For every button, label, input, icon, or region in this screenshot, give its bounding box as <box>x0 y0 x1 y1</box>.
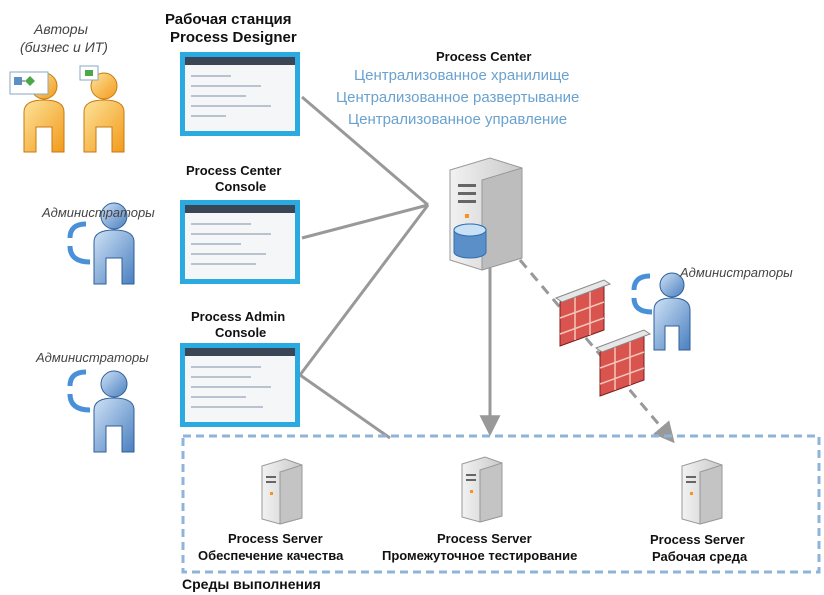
feature-repository: Централизованное хранилище <box>354 67 570 84</box>
process-admin-console-screenshot <box>180 343 300 427</box>
refresh-arrows-icon <box>67 221 91 265</box>
administrators-label: Администраторы <box>680 265 793 280</box>
process-center-server-icon <box>449 157 523 271</box>
process-server-icon <box>461 456 503 523</box>
firewall-icon <box>594 329 652 397</box>
server-production-role: Рабочая среда <box>652 549 748 564</box>
admin-person-icon <box>93 202 135 285</box>
production-arrow <box>518 259 675 444</box>
authors-sublabel: (бизнес и ИТ) <box>20 39 108 55</box>
admin-person-icon <box>653 272 691 351</box>
process-center-console-screenshot <box>180 200 300 284</box>
admin-person-icon <box>93 370 135 453</box>
feature-management: Централизованное управление <box>348 111 568 128</box>
designer-subtitle: Process Designer <box>170 29 297 46</box>
admin-console-connector <box>297 204 430 440</box>
center-console-subtitle: Console <box>215 179 267 194</box>
authors-label: Авторы <box>34 21 88 37</box>
server-staging-role: Промежуточное тестирование <box>382 548 578 563</box>
server-production-name: Process Server <box>650 532 745 547</box>
process-center-title: Process Center <box>436 49 532 64</box>
admin-console-title: Process Admin <box>191 309 286 324</box>
feature-deployment: Централизованное развертывание <box>336 89 580 106</box>
server-staging-name: Process Server <box>437 531 532 546</box>
center-console-connector <box>301 203 429 240</box>
administrators-label: Администраторы <box>42 205 155 220</box>
process-flow-icon <box>9 65 99 95</box>
center-console-title: Process Center <box>186 163 282 178</box>
firewall-icon <box>554 279 612 347</box>
process-server-icon <box>681 458 723 525</box>
designer-title: Рабочая станция <box>165 11 292 28</box>
author-person-icon <box>83 72 125 153</box>
server-qa-name: Process Server <box>228 531 323 546</box>
administrators-label: Администраторы <box>36 350 149 365</box>
runtime-environments-box <box>181 434 821 574</box>
process-server-icon <box>261 458 303 525</box>
server-qa-role: Обеспечение качества <box>198 548 344 563</box>
runtime-environments-label: Среды выполнения <box>182 576 321 592</box>
designer-connector <box>301 95 429 207</box>
refresh-arrows-icon <box>631 273 653 315</box>
process-designer-screenshot <box>180 52 300 136</box>
admin-console-subtitle: Console <box>215 325 267 340</box>
connector-lines <box>297 95 430 440</box>
refresh-arrows-icon <box>67 369 91 413</box>
